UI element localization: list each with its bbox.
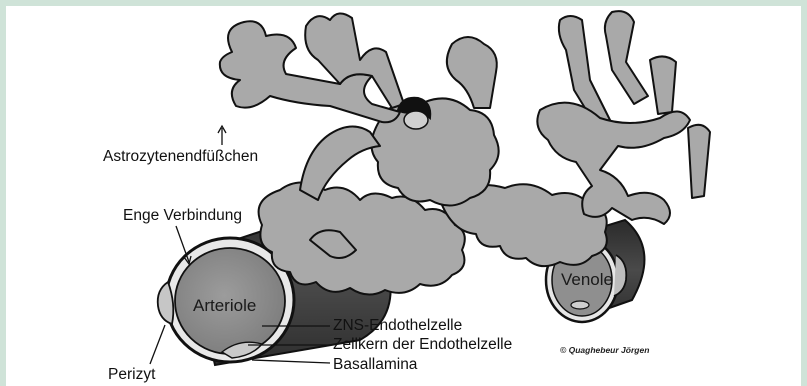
copyright-credit: © Quaghebeur Jörgen [560,345,649,355]
tight-junction-label: Enge Verbindung [123,208,242,224]
venule-label: Venole [561,272,613,288]
pericyte-leader [150,325,165,364]
arteriole-label: Arteriole [193,298,256,314]
endothelial-nucleus-label: Zellkern der Endothelzelle [333,337,512,353]
basal-lamina-leader [252,360,330,363]
pericyte-label: Perizyt [108,367,155,383]
astrocyte-endfeet-label: Astrozytenendfüßchen [103,149,258,165]
basal-lamina-label: Basallamina [333,357,417,373]
cns-endothelial-cell-label: ZNS-Endothelzelle [333,318,462,334]
